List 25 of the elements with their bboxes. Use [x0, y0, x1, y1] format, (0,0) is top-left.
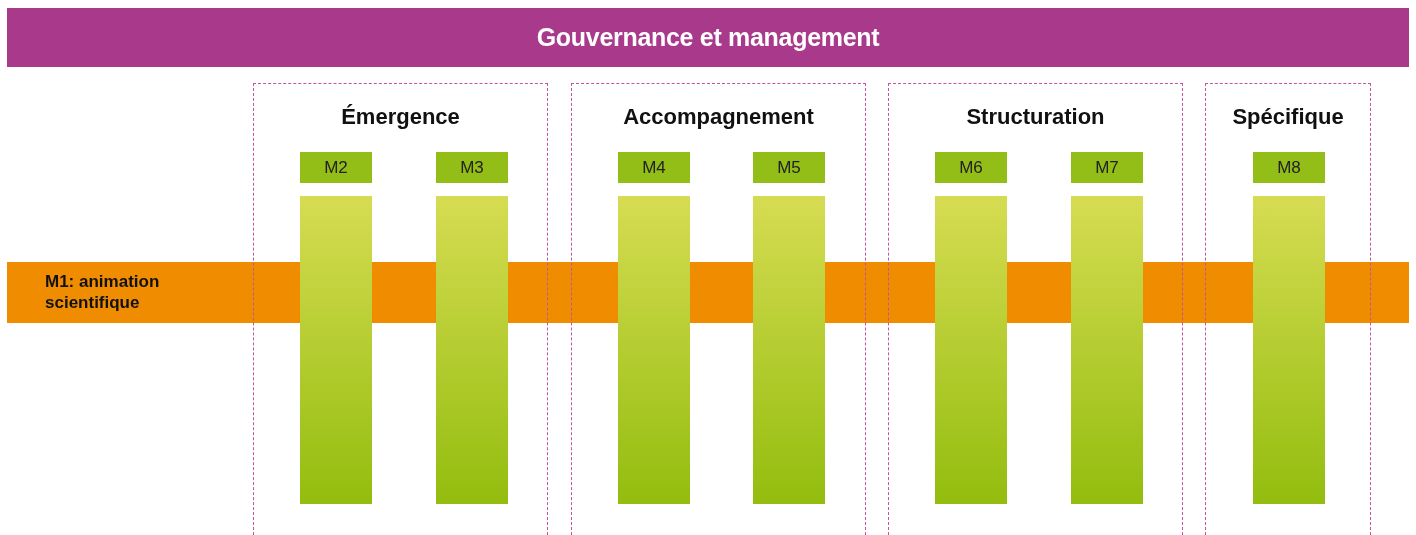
dashed-group-frame: [1205, 83, 1371, 535]
gradient-bar: [300, 196, 372, 504]
module-label: M3: [436, 152, 508, 183]
dashed-group-frame: [253, 83, 548, 535]
module-label: M4: [618, 152, 690, 183]
gradient-bar: [436, 196, 508, 504]
gradient-bar: [1253, 196, 1325, 504]
gradient-bar: [618, 196, 690, 504]
group-heading: Émergence: [340, 104, 461, 130]
dashed-group-frame: [888, 83, 1183, 535]
band-label: M1: animation scientifique: [45, 271, 161, 313]
banner-title: Gouvernance et management: [536, 23, 880, 52]
module-label: M5: [753, 152, 825, 183]
gradient-bar: [935, 196, 1007, 504]
group-heading: Accompagnement: [622, 104, 815, 130]
gradient-bar: [753, 196, 825, 504]
module-label: M2: [300, 152, 372, 183]
module-label: M6: [935, 152, 1007, 183]
header-band: [7, 8, 1409, 67]
group-heading: Structuration: [965, 104, 1106, 130]
gradient-bar: [1071, 196, 1143, 504]
module-label: M7: [1071, 152, 1143, 183]
group-heading: Spécifique: [1231, 104, 1345, 130]
module-label: M8: [1253, 152, 1325, 183]
dashed-group-frame: [571, 83, 866, 535]
